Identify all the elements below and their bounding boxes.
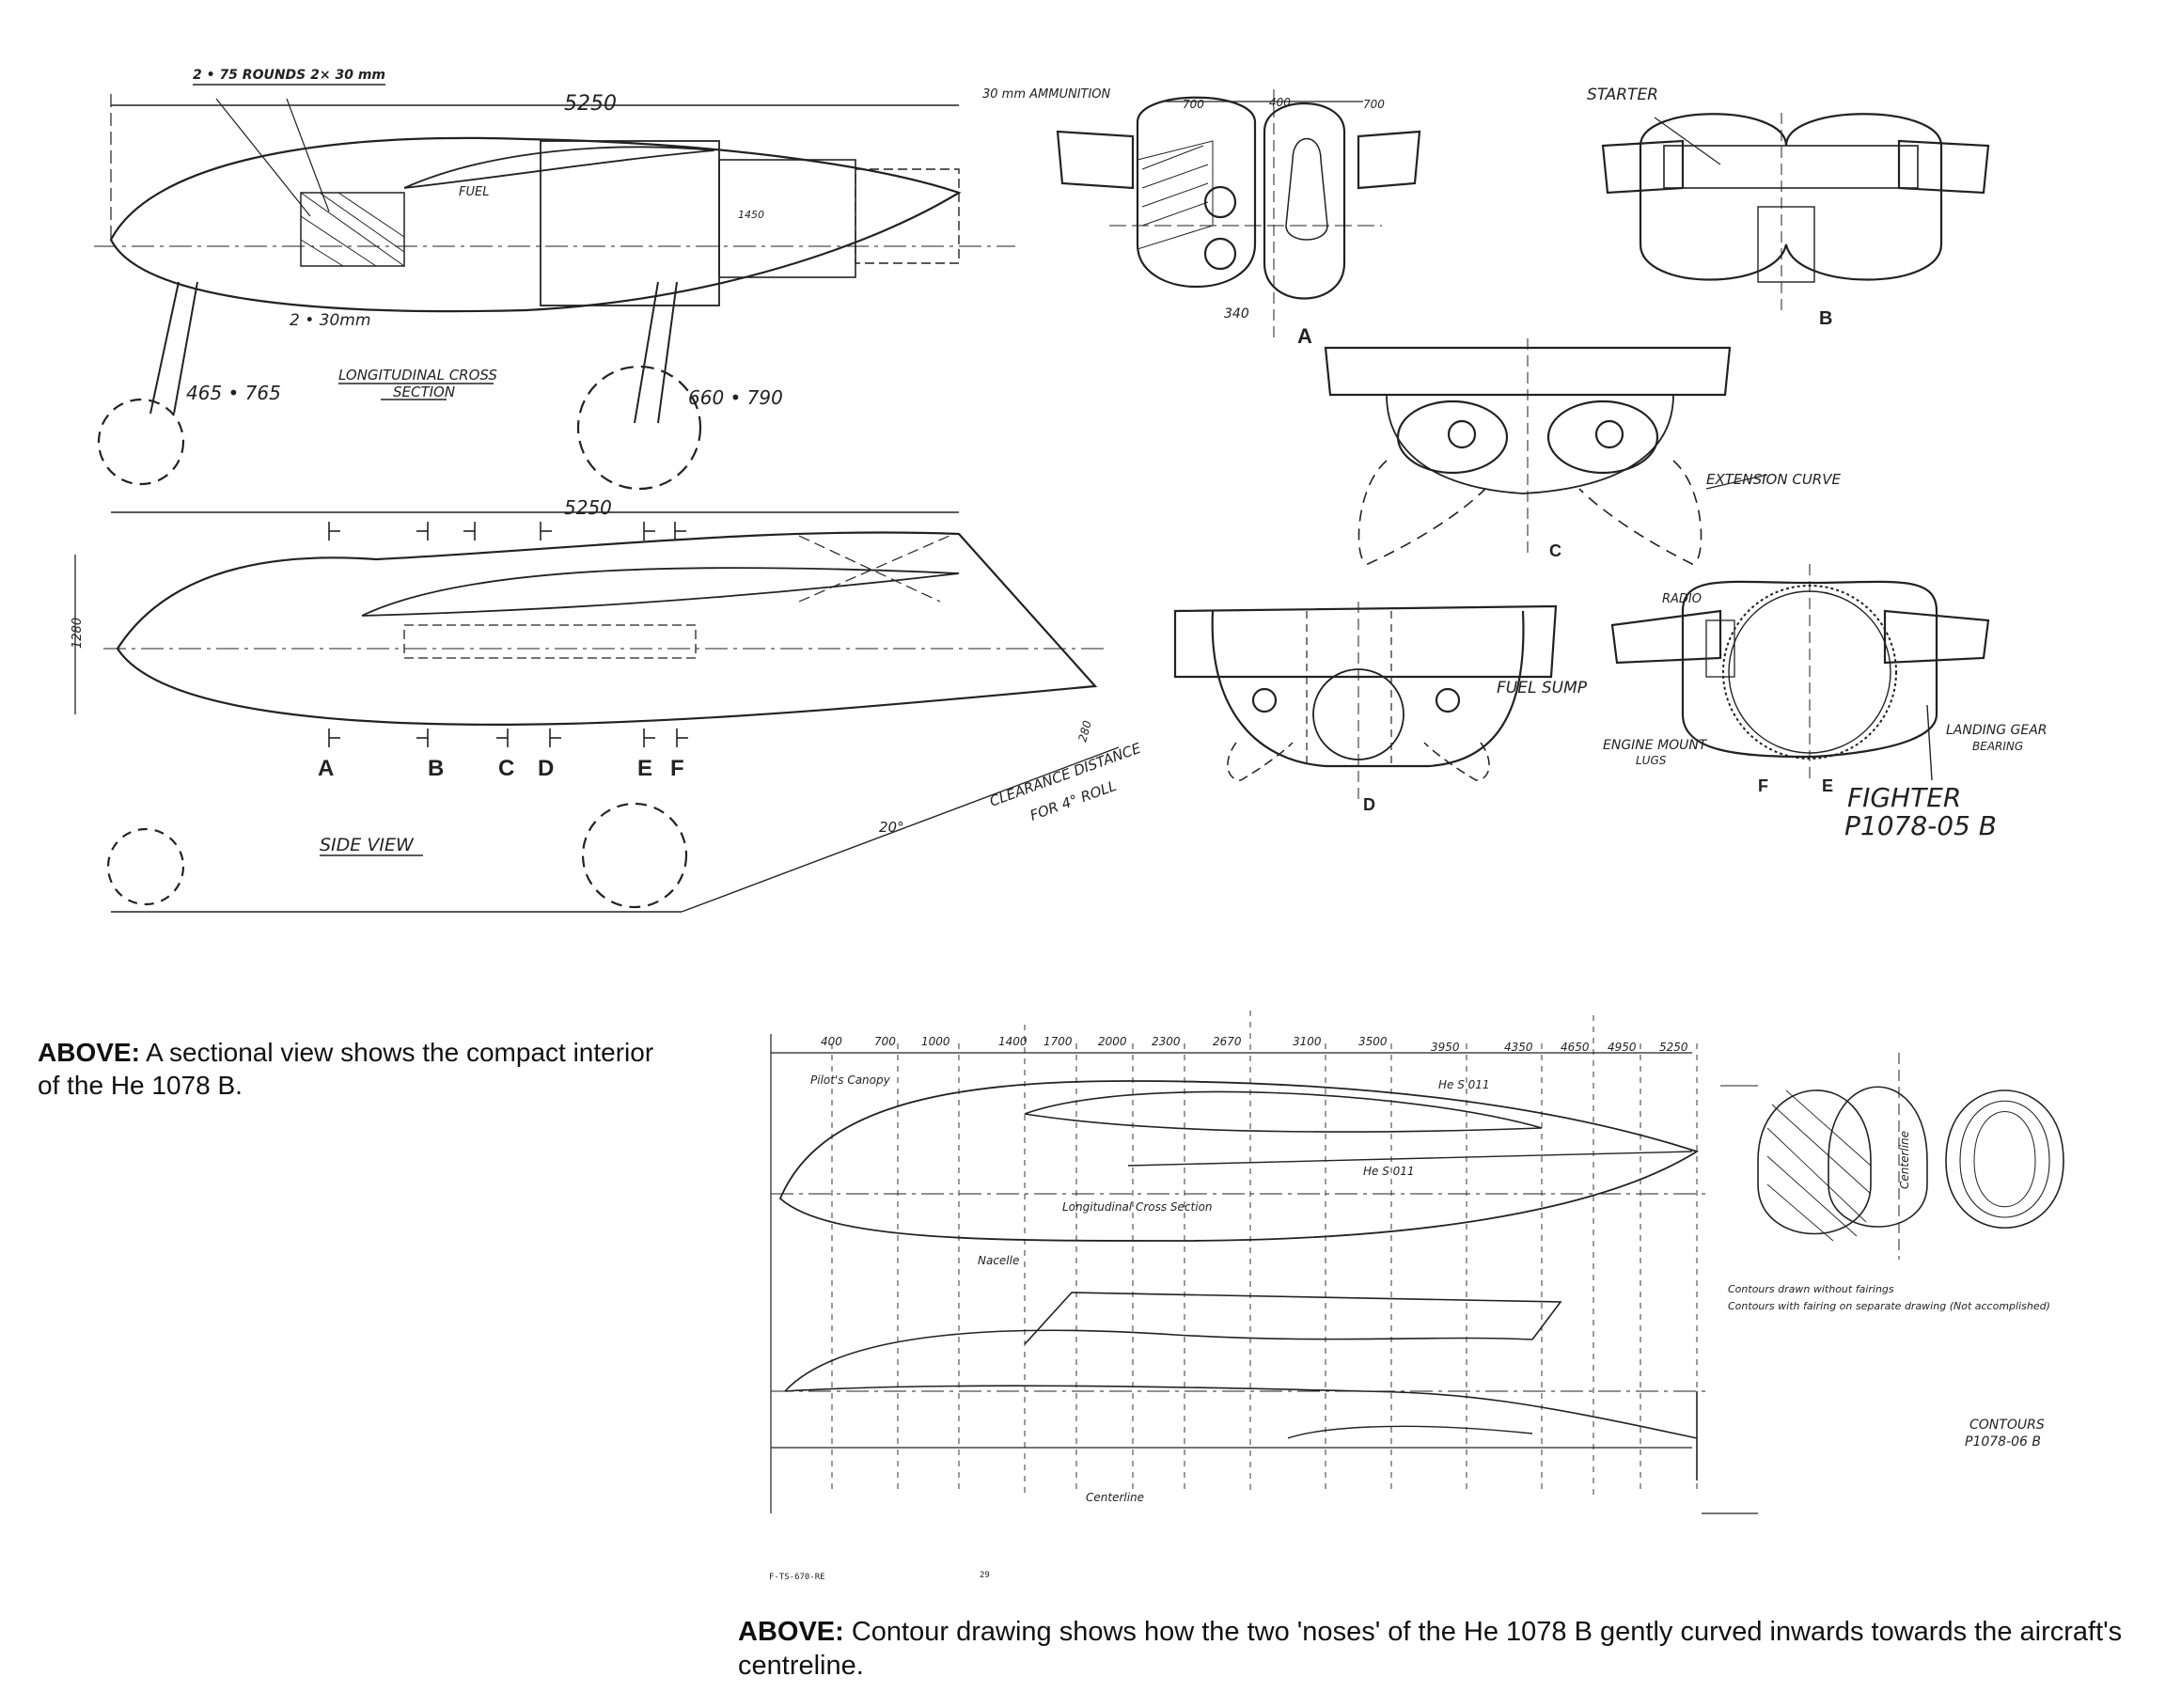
section-label-a: A — [1297, 324, 1312, 348]
length-dim-top: 5250 — [564, 92, 617, 116]
roll-angle: 20° — [879, 819, 904, 836]
dim-700-right: 700 — [1363, 98, 1385, 111]
section-d — [1173, 602, 1558, 799]
section-mark-f: F — [670, 756, 684, 781]
landing-gear-line2: BEARING — [1972, 740, 2023, 753]
station-3100: 3100 — [1293, 1035, 1322, 1048]
centerline-label: Centerline — [1086, 1491, 1144, 1504]
caption1-text: A sectional view shows the compact inter… — [38, 1038, 654, 1100]
station-1700: 1700 — [1043, 1035, 1073, 1048]
station-3950: 3950 — [1431, 1041, 1460, 1054]
side-view-title: SIDE VIEW — [320, 835, 415, 855]
tail-dim: 280 — [1075, 719, 1094, 744]
station-4650: 4650 — [1561, 1041, 1590, 1054]
fighter-title: FIGHTER — [1847, 782, 1961, 813]
station-5250: 5250 — [1659, 1041, 1688, 1054]
caption2-text: Contour drawing shows how the two 'noses… — [738, 1617, 2123, 1682]
doc-ref: F-TS-670-RE — [769, 1573, 825, 1582]
longitudinal-section — [94, 84, 1015, 491]
station-4350: 4350 — [1504, 1041, 1533, 1054]
section-label-d: D — [1363, 795, 1375, 814]
extension-curve: EXTENSION CURVE — [1706, 471, 1841, 488]
section-mark-b: B — [428, 756, 444, 781]
engine-mount-line2: LUGS — [1636, 754, 1667, 767]
fuel-label: FUEL — [459, 185, 489, 199]
section-title-line2: SECTION — [393, 384, 455, 400]
tick-1450: 1450 — [738, 209, 764, 221]
caption2-lead: ABOVE: — [738, 1617, 844, 1647]
heso11-upper: He S 011 — [1438, 1078, 1490, 1091]
engine-mount-line1: ENGINE MOUNT — [1603, 738, 1708, 753]
dim-340: 340 — [1224, 306, 1249, 321]
contours-code: P1078-06 B — [1965, 1434, 2041, 1449]
main-wheel-size: 660 • 790 — [688, 386, 783, 409]
station-1000: 1000 — [921, 1035, 950, 1048]
section-title-line1: LONGITUDINAL CROSS — [338, 367, 497, 384]
section-label-b: B — [1819, 308, 1832, 329]
contours-note-2: Contours with fairing on separate drawin… — [1728, 1300, 2050, 1312]
caption-sectional-view: ABOVE: A sectional view shows the compac… — [38, 1036, 658, 1102]
height-dim: 1280 — [71, 618, 85, 649]
contours-note-1: Contours drawn without fairings — [1728, 1283, 1894, 1295]
centerline-vertical: Centerline — [1898, 1131, 1911, 1189]
station-2300: 2300 — [1152, 1035, 1181, 1048]
station-1400: 1400 — [998, 1035, 1028, 1048]
station-2000: 2000 — [1098, 1035, 1127, 1048]
landing-gear-line1: LANDING GEAR — [1946, 723, 2048, 738]
fuel-sump: FUEL SUMP — [1497, 679, 1588, 697]
caption-contour-drawing: ABOVE: Contour drawing shows how the two… — [738, 1615, 2129, 1684]
section-c — [1324, 338, 1768, 565]
section-a — [1056, 89, 1421, 338]
section-label-c: C — [1549, 541, 1561, 560]
page-number: 29 — [980, 1571, 990, 1580]
caption1-lead: ABOVE: — [38, 1038, 140, 1067]
section-mark-a: A — [318, 756, 334, 781]
nacelle-label: Nacelle — [978, 1254, 1019, 1267]
heso11-lower: He S 011 — [1363, 1165, 1415, 1178]
station-400: 400 — [821, 1035, 842, 1048]
starter-label: STARTER — [1587, 86, 1658, 104]
nose-wheel-size: 465 • 765 — [186, 382, 281, 404]
contour-drawing — [770, 1011, 2064, 1514]
section-mark-e: E — [637, 756, 652, 781]
section-ef — [1610, 564, 1990, 781]
side-view — [74, 511, 1120, 913]
station-700: 700 — [874, 1035, 896, 1048]
station-2670: 2670 — [1213, 1035, 1242, 1048]
contours-title: CONTOURS — [1969, 1418, 2045, 1433]
dim-400: 400 — [1269, 96, 1291, 109]
section-label-e: E — [1822, 776, 1833, 795]
guns-label: 2 • 30mm — [290, 311, 370, 330]
section-mark-d: D — [538, 756, 554, 781]
length-dim-side: 5250 — [564, 496, 612, 519]
section-mark-c: C — [498, 756, 514, 781]
long-section-label: Longitudinal Cross Section — [1062, 1200, 1213, 1214]
section-b — [1601, 113, 1990, 310]
pilots-canopy: Pilot's Canopy — [810, 1073, 891, 1087]
dim-700-left: 700 — [1183, 98, 1204, 111]
fighter-code: P1078-05 B — [1844, 810, 1997, 841]
radio-label: RADIO — [1662, 592, 1702, 606]
station-4950: 4950 — [1608, 1041, 1637, 1054]
station-3500: 3500 — [1358, 1035, 1388, 1048]
weapons-label: 2 • 75 ROUNDS 2× 30 mm — [193, 68, 385, 83]
ammo-label: 30 mm AMMUNITION — [982, 87, 1111, 102]
section-label-f: F — [1758, 776, 1768, 795]
